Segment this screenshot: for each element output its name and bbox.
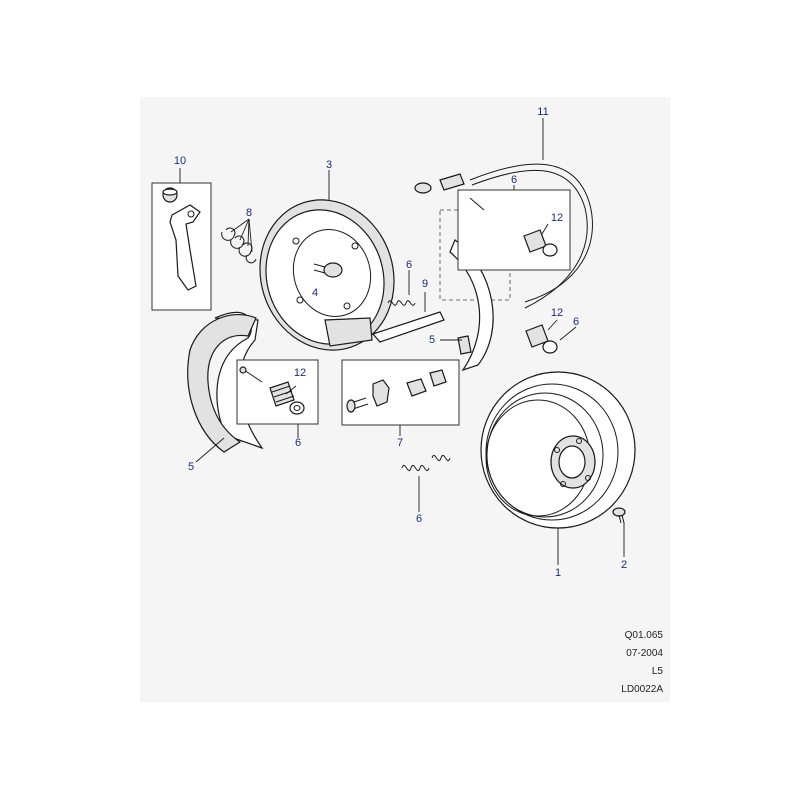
callout-labels: 10 3 11 8 6 12 6 9 4 12 6 5 12 6 7 5 6 1… [174,106,627,579]
callout-4: 4 [312,287,318,299]
callout-6-right: 6 [573,316,579,328]
part-1-drum [480,371,636,529]
callout-1: 1 [555,567,561,579]
park-brake-lever [169,204,201,291]
part-10-lever-group [151,182,212,311]
reference-model: L5 [651,666,663,677]
part-6-springs [387,300,451,472]
callout-10: 10 [174,155,186,167]
callout-6-bottom: 6 [416,513,422,525]
callout-11: 11 [537,106,548,118]
callout-6-top-right: 6 [511,174,517,186]
callout-7: 7 [397,437,403,449]
callout-9: 9 [422,278,428,290]
part-12-springs-right [525,324,558,354]
callout-2: 2 [621,559,627,571]
part-7-box [341,359,460,426]
callout-6-center: 6 [406,259,412,271]
callout-8: 8 [246,207,252,219]
callout-12-right: 12 [551,307,563,319]
cylinder-housing [324,317,373,347]
callout-12-left: 12 [294,367,306,379]
reference-date: 07-2004 [626,648,663,659]
part-6-top-right-box [457,189,571,271]
part-4-stud [313,262,343,278]
part-11-cable [414,163,593,309]
reference-drawing-number: LD0022A [621,684,663,695]
reference-code: Q01.065 [624,630,663,641]
shoe-lining [187,314,257,453]
callout-6-left: 6 [295,437,301,449]
part-8-clips [221,218,257,264]
callout-5-right: 5 [429,334,435,346]
leader-lines [179,118,625,565]
part-9-strut [371,311,445,343]
callout-3: 3 [326,159,332,171]
callout-12-top-right: 12 [551,212,563,224]
part-6-left-box [236,359,319,425]
part-2-screw [612,507,626,524]
callout-5-left: 5 [188,461,194,473]
